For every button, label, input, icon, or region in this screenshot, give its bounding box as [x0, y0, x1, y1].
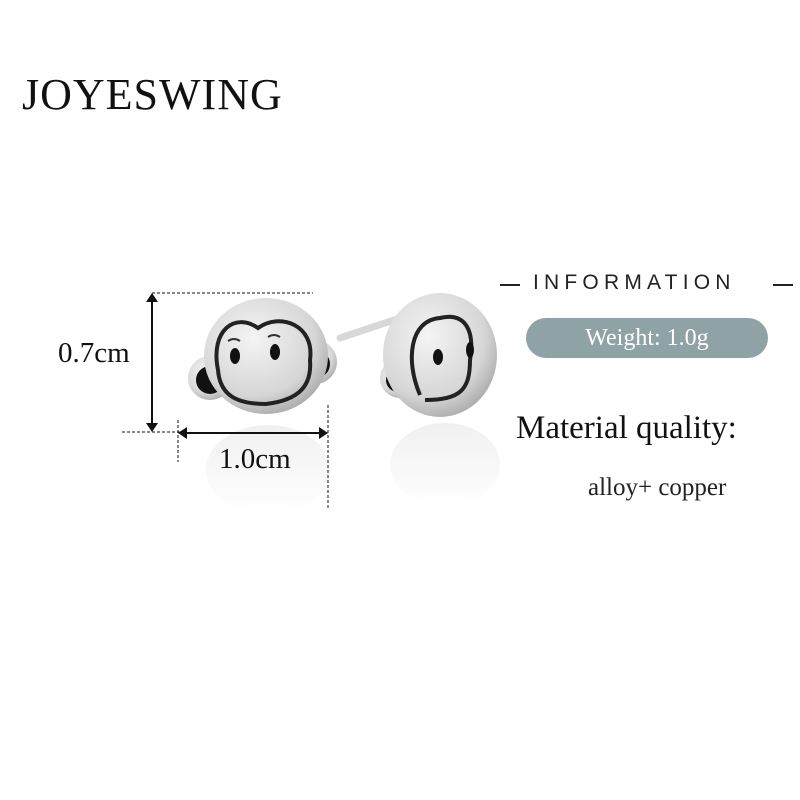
weight-badge: Weight: 1.0g	[526, 318, 768, 358]
monkey-earring-side	[336, 293, 497, 417]
reflection	[206, 423, 500, 515]
dimension-lines	[122, 292, 329, 510]
height-dimension-label: 0.7cm	[58, 337, 130, 369]
monkey-earring-front	[188, 298, 337, 414]
brand-logo: JOYESWING	[22, 70, 283, 119]
information-heading: INFORMATION	[533, 271, 736, 294]
heading-dash-right	[773, 284, 793, 286]
heading-dash-left	[500, 284, 520, 286]
material-label: Material quality:	[516, 410, 737, 446]
material-value: alloy+ copper	[588, 474, 727, 501]
width-dimension-label: 1.0cm	[219, 443, 291, 475]
